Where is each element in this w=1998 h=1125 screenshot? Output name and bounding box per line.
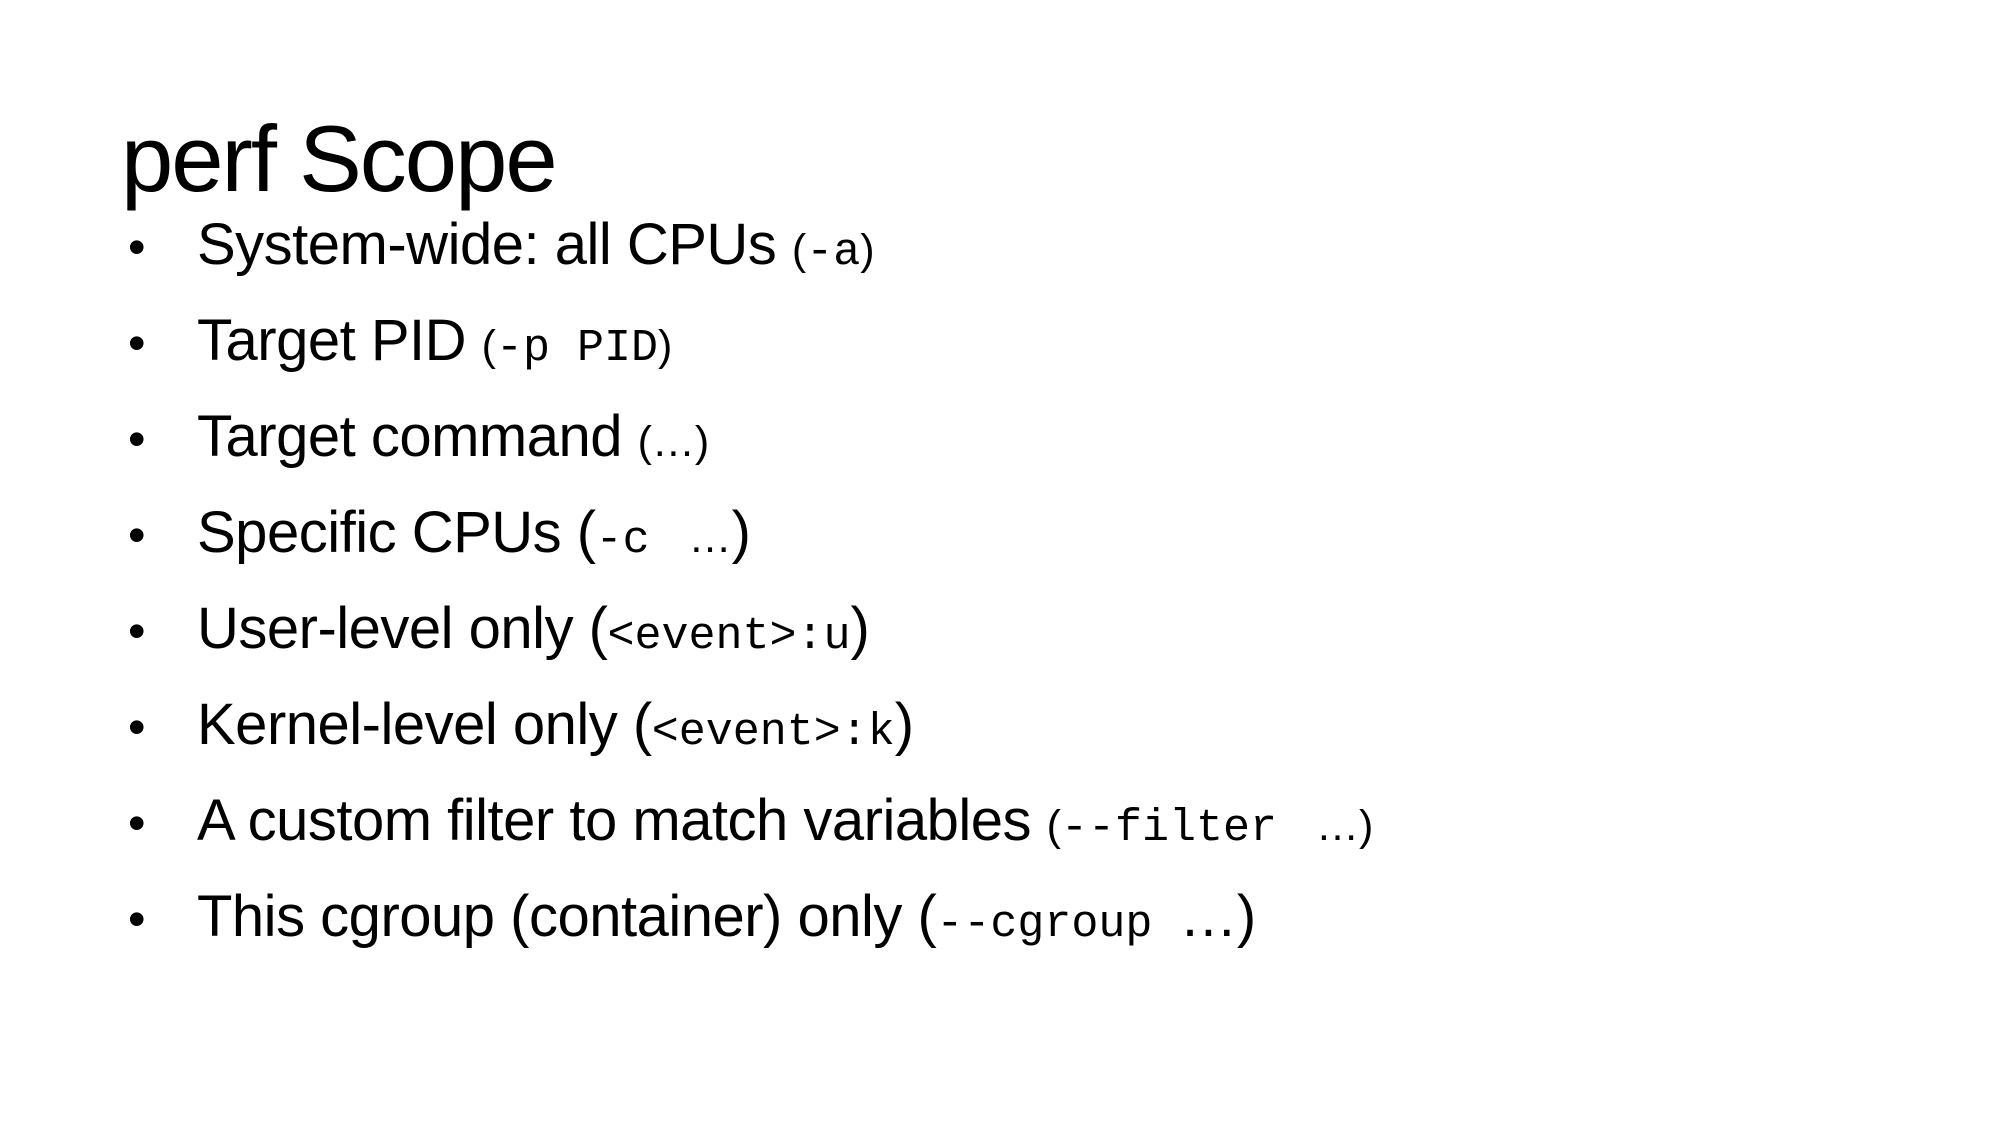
bullet-text-segment: Kernel-level only ( xyxy=(197,692,652,757)
bullet-line: • System-wide: all CPUs (-a) xyxy=(128,197,1908,293)
bullet-line: • A custom filter to match variables (--f… xyxy=(128,773,1908,869)
bullet-marker: • xyxy=(128,891,146,947)
bullet-list: •System-wide: all CPUs (-a)•Target PID (… xyxy=(128,197,1908,965)
bullet-text-segment: <event>:k xyxy=(651,707,895,758)
bullet-line: • Specific CPUs (-c …) xyxy=(128,485,1908,581)
bullet-text-segment: ( xyxy=(481,322,496,370)
bullet-text-segment: User-level only ( xyxy=(197,596,608,661)
bullet-text-segment: …) xyxy=(1179,884,1256,949)
bullet-text-segment: … xyxy=(676,514,732,562)
bullet-text-segment: …) xyxy=(1304,802,1374,850)
bullet-text-segment: --cgroup xyxy=(936,899,1180,950)
bullet-marker: • xyxy=(128,219,146,275)
bullet-text-segment: --filter xyxy=(1060,803,1304,854)
bullet-text-segment: ) xyxy=(850,596,870,661)
bullet-text-segment: This cgroup (container) only ( xyxy=(197,884,937,949)
bullet-line: • Target command (…) xyxy=(128,389,1908,485)
bullet-marker: • xyxy=(128,795,146,851)
bullet-line: •This cgroup (container) only (--cgroup … xyxy=(128,869,1908,965)
bullet-line: • Kernel-level only (<event>:k) xyxy=(128,677,1908,773)
bullet-marker: • xyxy=(128,699,146,755)
bullet-text-segment: -c xyxy=(595,515,677,566)
bullet-line: • User-level only (<event>:u) xyxy=(128,581,1908,677)
bullet-text-segment: -a xyxy=(806,227,861,278)
bullet-text-segment: ) xyxy=(731,500,751,565)
bullet-text-segment: System-wide: all CPUs xyxy=(197,212,792,277)
bullet-marker: • xyxy=(128,603,146,659)
bullet-text-segment: A custom filter to match variables xyxy=(197,788,1047,853)
bullet-text-segment: ) xyxy=(894,692,914,757)
bullet-text-segment: ) xyxy=(657,322,673,370)
bullet-text-segment: <event>:u xyxy=(607,611,851,662)
bullet-marker: • xyxy=(128,411,146,467)
bullet-text-segment: ( xyxy=(1046,802,1061,850)
bullet-text-segment: (…) xyxy=(637,418,710,466)
bullet-text-segment: -p PID xyxy=(495,323,658,374)
bullet-marker: • xyxy=(128,507,146,563)
bullet-text-segment: Specific CPUs ( xyxy=(197,500,596,565)
bullet-text-segment: Target PID xyxy=(197,308,482,373)
bullet-text-segment: ) xyxy=(860,226,875,274)
bullet-marker: • xyxy=(128,315,146,371)
bullet-line: • Target PID (-p PID) xyxy=(128,293,1908,389)
bullet-text-segment: Target command xyxy=(197,404,638,469)
slide-title: perf Scope xyxy=(121,105,558,211)
bullet-text-segment: ( xyxy=(791,226,807,274)
